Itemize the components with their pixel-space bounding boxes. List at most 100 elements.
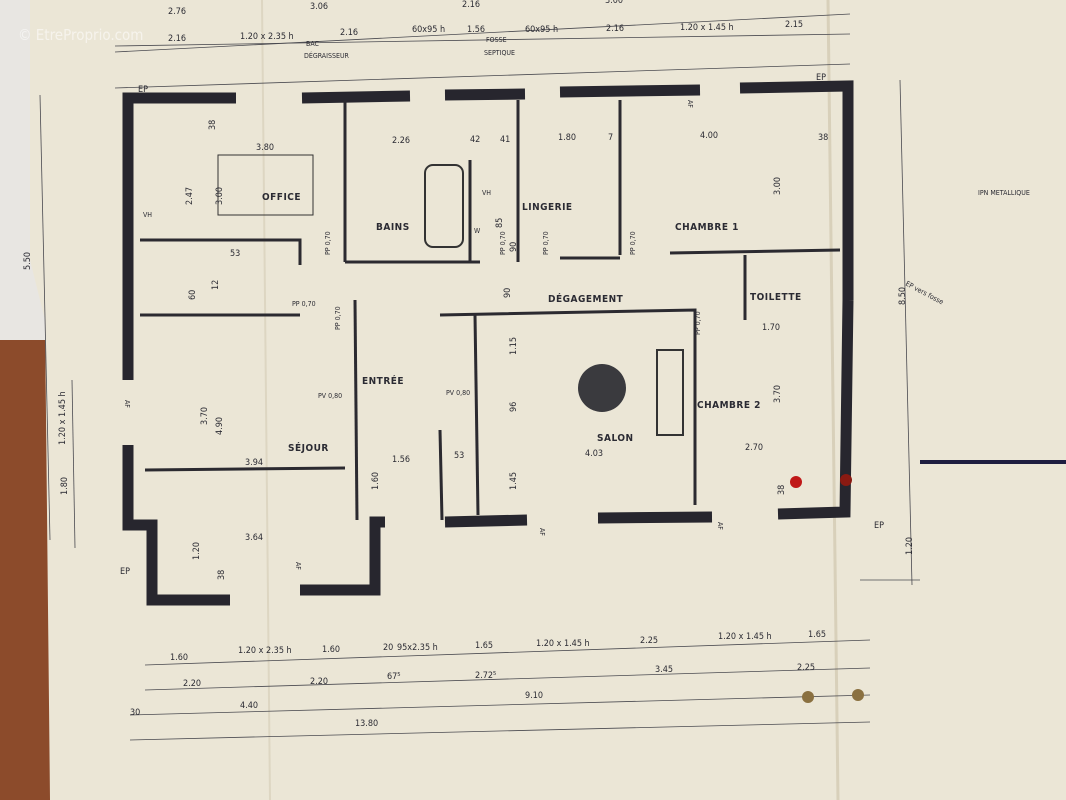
top-dimension: 3.00 (605, 0, 623, 6)
ep-label: EP (816, 73, 826, 83)
door-label-pp070: PP 0,70 (292, 300, 316, 308)
door-label-pp070: PP 0,70 (629, 231, 637, 255)
interior-dimension: 4.90 (215, 417, 225, 435)
room-label-chambre1: CHAMBRE 1 (675, 222, 739, 233)
interior-dimension: 1.45 (509, 472, 519, 490)
bottom-dimension: 3.45 (655, 665, 673, 675)
interior-dimension: 96 (509, 402, 519, 412)
bottom-dimension: 2.25 (797, 663, 815, 673)
interior-dimension: 3.00 (773, 177, 783, 195)
bathtub (424, 164, 464, 248)
bottom-dimension: 1.20 x 1.45 h (718, 632, 772, 642)
interior-dimension: 53 (454, 451, 464, 461)
top-dimension: 60x95 h (412, 25, 445, 35)
top-dimension: 2.16 (606, 24, 624, 34)
room-label-degagement: DÉGAGEMENT (548, 292, 624, 305)
room-label-entree: ENTRÉE (362, 374, 404, 387)
top-dimension: 2.76 (168, 7, 186, 17)
door-label-pp070: PP 0,70 (694, 311, 702, 335)
room-label-toilette: TOILETTE (750, 292, 802, 303)
room-label-sejour: SÉJOUR (288, 441, 329, 454)
interior-dimension: 1.70 (762, 323, 780, 333)
top-dimension: 3.06 (310, 2, 328, 12)
top-dimension: 2.16 (340, 28, 358, 38)
room-label-office: OFFICE (262, 192, 301, 203)
ipn-label: IPN METALLIQUE (978, 189, 1030, 197)
room-label-chambre2: CHAMBRE 2 (697, 400, 761, 411)
bottom-dimension: 2.25 (640, 636, 658, 646)
bac-degraisseur-label: DÉGRAISSEUR (304, 51, 350, 60)
paper-fold (261, 0, 271, 800)
bottom-dimension: 4.40 (240, 701, 258, 711)
bottom-dimension: 1.20 x 2.35 h (238, 646, 292, 656)
bottom-dimension: 2.72⁵ (475, 671, 496, 681)
interior-dimension: 3.70 (200, 407, 210, 425)
bottom-dimension: 67⁵ (387, 672, 401, 682)
interior-dimension: 3.64 (245, 533, 263, 543)
interior-dimension: 3.00 (215, 187, 225, 205)
interior-dimension: 42 (470, 135, 480, 145)
top-dimension: 2.16 (168, 34, 186, 44)
dimension-lines (39, 13, 920, 741)
side-dimension: 1.20 x 1.45 h (58, 391, 68, 445)
side-dimension: 1.20 (905, 537, 915, 555)
paper-sheet (30, 0, 1066, 800)
interior-dimension: 4.00 (700, 131, 718, 141)
side-dimension: 8.50 (898, 287, 908, 305)
red-marker (840, 474, 852, 486)
interior-dimension: 4.03 (585, 449, 603, 459)
door-label-pp070: PP 0,70 (334, 306, 342, 330)
room-label-bains: BAINS (376, 222, 410, 233)
interior-dimension: 1.20 (192, 542, 202, 560)
bottom-dimension: 2.20 (310, 677, 328, 687)
interior-dimension: 1.15 (509, 337, 519, 355)
walls (122, 80, 854, 606)
vh-label: VH (143, 211, 152, 219)
bottom-dimension: 13.80 (355, 719, 378, 729)
interior-dimension: 2.47 (185, 187, 195, 205)
interior-dimension: 2.70 (745, 443, 763, 453)
room-label-lingerie: LINGERIE (522, 202, 573, 213)
interior-dimension: 3.70 (773, 385, 783, 403)
side-dimension: 5.50 (23, 252, 33, 270)
interior-dimension: 85 (495, 218, 505, 228)
interior-dimension: 3.94 (245, 458, 263, 468)
interior-dimension: 2.26 (392, 136, 410, 146)
door-label-pp070: PP 0,70 (499, 231, 507, 255)
room-label-salon: SALON (597, 433, 634, 444)
interior-dimension: 38 (208, 120, 218, 130)
bottom-dimension: 30 (130, 708, 140, 718)
ep-label: EP (120, 567, 130, 577)
bottom-dimension: 95x2.35 h (397, 643, 438, 653)
side-dimension: 1.80 (60, 477, 70, 495)
top-dimension: 1.56 (467, 25, 485, 35)
interior-dimension: 12 (211, 280, 221, 290)
bottom-dimension: 9.10 (525, 691, 543, 701)
red-marker (790, 476, 802, 488)
interior-dimension: 38 (818, 133, 828, 143)
door-label-pp070: PP 0,70 (542, 231, 550, 255)
bottom-dimension: 1.60 (170, 653, 188, 663)
bottom-dimension: 1.65 (475, 641, 493, 651)
top-dimension: 2.15 (785, 20, 803, 30)
af-label: AF (686, 100, 694, 108)
vh-label: VH (482, 189, 491, 197)
interior-dimension: 53 (230, 249, 240, 259)
interior-dimension: 41 (500, 135, 510, 145)
af-label: AF (123, 400, 131, 408)
ep-label: EP (138, 85, 148, 95)
bac-degraisseur-label: BAC (306, 40, 320, 48)
interior-dimension: 1.80 (558, 133, 576, 143)
af-label: AF (538, 528, 546, 536)
round-table (578, 364, 626, 412)
interior-dimension: 60 (188, 290, 198, 300)
punch-hole (852, 689, 864, 701)
af-label: AF (716, 522, 724, 530)
interior-dimension: 90 (503, 288, 513, 298)
interior-dimension: 3.80 (256, 143, 274, 153)
ep-label: EP (874, 521, 884, 531)
af-label: AF (294, 562, 302, 570)
paper-fold (826, 0, 840, 800)
office-table (217, 154, 314, 216)
